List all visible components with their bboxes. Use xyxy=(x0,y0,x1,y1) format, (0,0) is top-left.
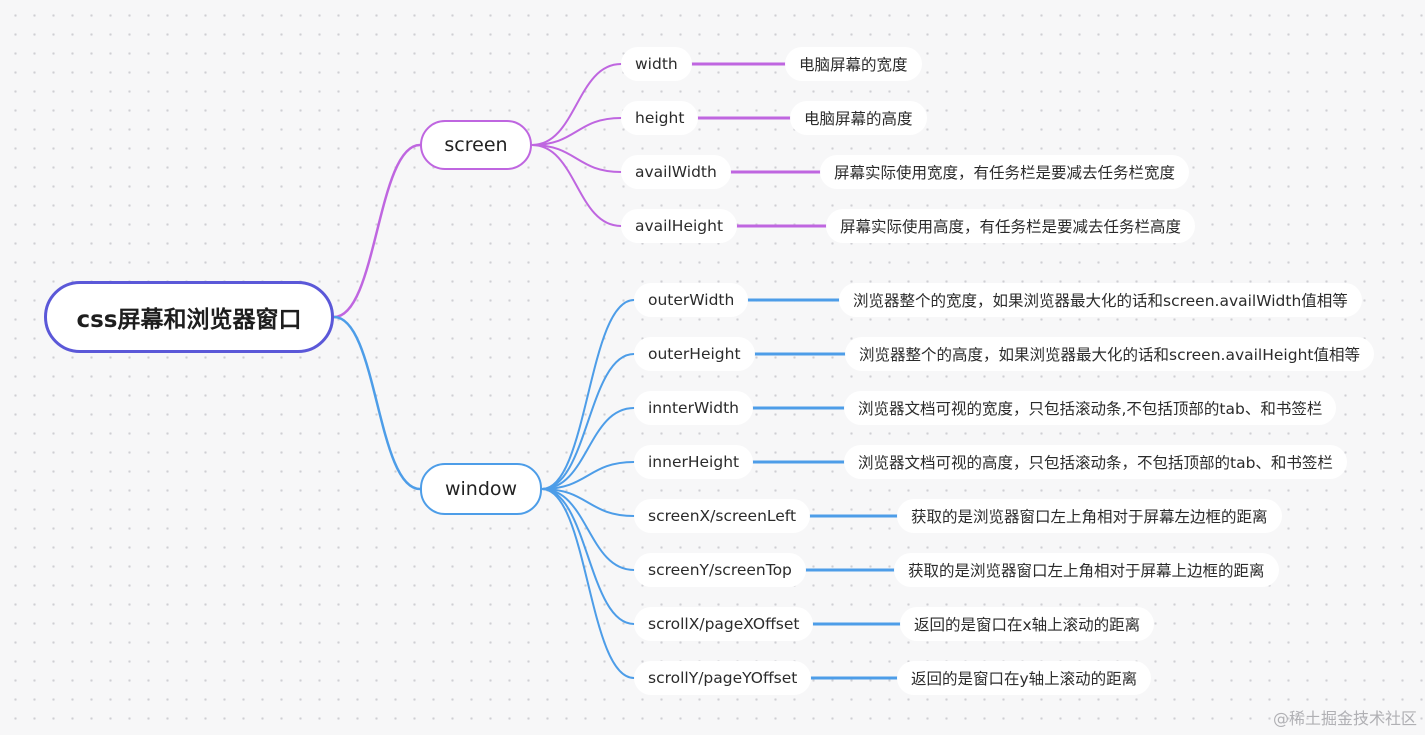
connector-curve xyxy=(541,488,635,571)
watermark: @稀土掘金技术社区 xyxy=(1272,709,1417,728)
window-key-node[interactable]: screenY/screenTop xyxy=(634,553,806,587)
desc-label: 获取的是浏览器窗口左上角相对于屏幕左边框的距离 xyxy=(911,508,1268,526)
branch-screen[interactable]: screen xyxy=(420,120,532,170)
screen-desc-node[interactable]: 电脑屏幕的高度 xyxy=(790,101,927,135)
window-desc-node[interactable]: 返回的是窗口在x轴上滚动的距离 xyxy=(900,607,1155,641)
desc-label: 屏幕实际使用宽度，有任务栏是要减去任务栏宽度 xyxy=(834,164,1176,182)
desc-label: 电脑屏幕的宽度 xyxy=(799,56,908,74)
window-desc-node[interactable]: 浏览器文档可视的宽度，只包括滚动条,不包括顶部的tab、和书签栏 xyxy=(844,391,1337,425)
root-label: css屏幕和浏览器窗口 xyxy=(76,307,302,333)
key-label: availWidth xyxy=(635,163,717,181)
window-key-node[interactable]: outerHeight xyxy=(634,337,755,371)
key-label: innerHeight xyxy=(648,453,740,471)
key-label: height xyxy=(635,109,685,127)
connector-curve xyxy=(531,117,622,146)
window-key-node[interactable]: scrollX/pageXOffset xyxy=(634,607,814,641)
connector-curve xyxy=(541,353,635,490)
branch-screen-label: screen xyxy=(444,134,508,156)
desc-label: 电脑屏幕的高度 xyxy=(804,110,913,128)
key-label: availHeight xyxy=(635,217,724,235)
key-label: screenY/screenTop xyxy=(648,561,792,579)
window-desc-node[interactable]: 浏览器文档可视的高度，只包括滚动条，不包括顶部的tab、和书签栏 xyxy=(844,445,1347,479)
connector-curve xyxy=(531,144,622,227)
window-desc-node[interactable]: 浏览器整个的宽度，如果浏览器最大化的话和screen.availWidth值相等 xyxy=(839,283,1362,317)
connector-curve xyxy=(332,143,422,319)
desc-label: 屏幕实际使用高度，有任务栏是要减去任务栏高度 xyxy=(840,218,1182,236)
key-label: screenX/screenLeft xyxy=(648,507,797,525)
branch-window[interactable]: window xyxy=(420,463,542,515)
desc-label: 浏览器整个的宽度，如果浏览器最大化的话和screen.availWidth值相等 xyxy=(853,292,1348,310)
desc-label: 浏览器整个的高度，如果浏览器最大化的话和screen.availHeight值相… xyxy=(859,346,1360,364)
desc-label: 浏览器文档可视的高度，只包括滚动条，不包括顶部的tab、和书签栏 xyxy=(858,454,1333,472)
root-node[interactable]: css屏幕和浏览器窗口 xyxy=(44,281,334,353)
key-label: outerWidth xyxy=(648,291,735,309)
screen-desc-node[interactable]: 电脑屏幕的宽度 xyxy=(785,47,922,81)
screen-key-node[interactable]: width xyxy=(621,47,692,81)
key-label: scrollY/pageYOffset xyxy=(648,669,798,687)
window-desc-node[interactable]: 获取的是浏览器窗口左上角相对于屏幕左边框的距离 xyxy=(897,499,1282,533)
window-key-node[interactable]: innterWidth xyxy=(634,391,753,425)
connector-curve xyxy=(541,407,635,490)
connector-curve xyxy=(531,144,622,173)
screen-key-node[interactable]: availWidth xyxy=(621,155,731,189)
desc-label: 返回的是窗口在x轴上滚动的距离 xyxy=(914,616,1141,634)
key-label: width xyxy=(635,55,678,73)
branch-window-label: window xyxy=(444,478,518,500)
connector-curve xyxy=(541,461,635,490)
window-desc-node[interactable]: 浏览器整个的高度，如果浏览器最大化的话和screen.availHeight值相… xyxy=(845,337,1374,371)
window-key-node[interactable]: outerWidth xyxy=(634,283,749,317)
connector-curve xyxy=(332,315,422,491)
key-label: scrollX/pageXOffset xyxy=(648,615,800,633)
connector-curve xyxy=(541,488,635,679)
screen-key-node[interactable]: availHeight xyxy=(621,209,738,243)
screen-desc-node[interactable]: 屏幕实际使用宽度，有任务栏是要减去任务栏宽度 xyxy=(820,155,1190,189)
connector-curve xyxy=(541,299,635,490)
screen-desc-node[interactable]: 屏幕实际使用高度，有任务栏是要减去任务栏高度 xyxy=(826,209,1196,243)
window-desc-node[interactable]: 获取的是浏览器窗口左上角相对于屏幕上边框的距离 xyxy=(894,553,1279,587)
connector-curve xyxy=(541,488,635,625)
window-key-node[interactable]: scrollY/pageYOffset xyxy=(634,661,812,695)
connector-curve xyxy=(531,63,622,146)
key-label: innterWidth xyxy=(648,399,739,417)
connector-curve xyxy=(541,488,635,517)
key-label: outerHeight xyxy=(648,345,741,363)
desc-label: 返回的是窗口在y轴上滚动的距离 xyxy=(911,670,1138,688)
window-key-node[interactable]: innerHeight xyxy=(634,445,754,479)
screen-key-node[interactable]: height xyxy=(621,101,699,135)
window-key-node[interactable]: screenX/screenLeft xyxy=(634,499,811,533)
desc-label: 获取的是浏览器窗口左上角相对于屏幕上边框的距离 xyxy=(908,562,1265,580)
window-desc-node[interactable]: 返回的是窗口在y轴上滚动的距离 xyxy=(897,661,1152,695)
desc-label: 浏览器文档可视的宽度，只包括滚动条,不包括顶部的tab、和书签栏 xyxy=(858,400,1323,418)
